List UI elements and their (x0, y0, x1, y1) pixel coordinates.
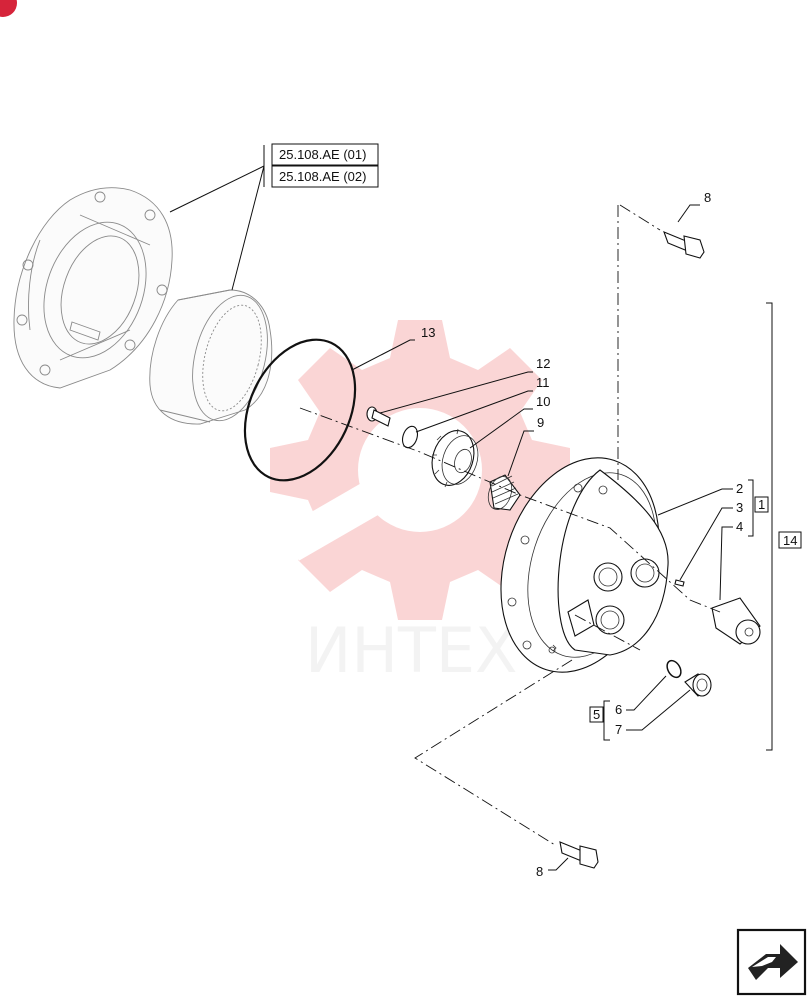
needle-bearing (487, 474, 521, 511)
callout-1-box: 1 (754, 496, 769, 513)
watermark-text: ИНТЕХ (305, 614, 518, 687)
callout-14-box: 14 (778, 531, 802, 549)
callout-13: 13 (421, 325, 435, 340)
bolt-top (663, 231, 705, 259)
callout-1: 1 (758, 497, 765, 512)
watermark: ИНТЕХ (270, 320, 570, 687)
planet-shaft (711, 597, 761, 645)
callout-5-box: 5 (589, 706, 604, 723)
planet-axis (574, 614, 641, 651)
callout-2: 2 (736, 481, 743, 496)
callout-7: 7 (615, 722, 622, 737)
callout-11: 11 (536, 375, 550, 390)
callout-6: 6 (615, 702, 622, 717)
callout-3: 3 (736, 500, 743, 515)
hub-housing (13, 187, 173, 389)
callout-8-bottom: 8 (536, 864, 543, 879)
screw (366, 406, 391, 427)
roll-pin (674, 579, 685, 587)
plug-o-ring (666, 659, 682, 679)
planet-carrier (500, 457, 669, 673)
next-page-arrow-icon (748, 944, 798, 980)
bolt-axis-bottom (414, 659, 573, 846)
next-page-button[interactable] (736, 928, 807, 996)
callout-5: 5 (593, 707, 600, 722)
ring-gear (149, 289, 273, 425)
o-ring (243, 338, 357, 482)
callout-14: 14 (783, 533, 797, 548)
reference-link-1[interactable]: 25.108.AE (01) (271, 143, 379, 166)
bolt-axis-top (617, 204, 661, 480)
planet-gear (431, 428, 479, 488)
leader-lines (169, 145, 773, 871)
assembly-axis (299, 407, 721, 613)
drain-plug (684, 673, 712, 697)
callout-10: 10 (536, 394, 550, 409)
callout-4: 4 (736, 519, 743, 534)
reference-link-2-text[interactable]: 25.108.AE (02) (279, 169, 366, 184)
corner-badge-icon (0, 0, 17, 17)
reference-link-2[interactable]: 25.108.AE (02) (271, 165, 379, 188)
bolt-bottom (559, 841, 599, 869)
reference-link-1-text[interactable]: 25.108.AE (01) (279, 147, 366, 162)
callout-9: 9 (537, 415, 544, 430)
callout-8-top: 8 (704, 190, 711, 205)
callout-12: 12 (536, 356, 550, 371)
